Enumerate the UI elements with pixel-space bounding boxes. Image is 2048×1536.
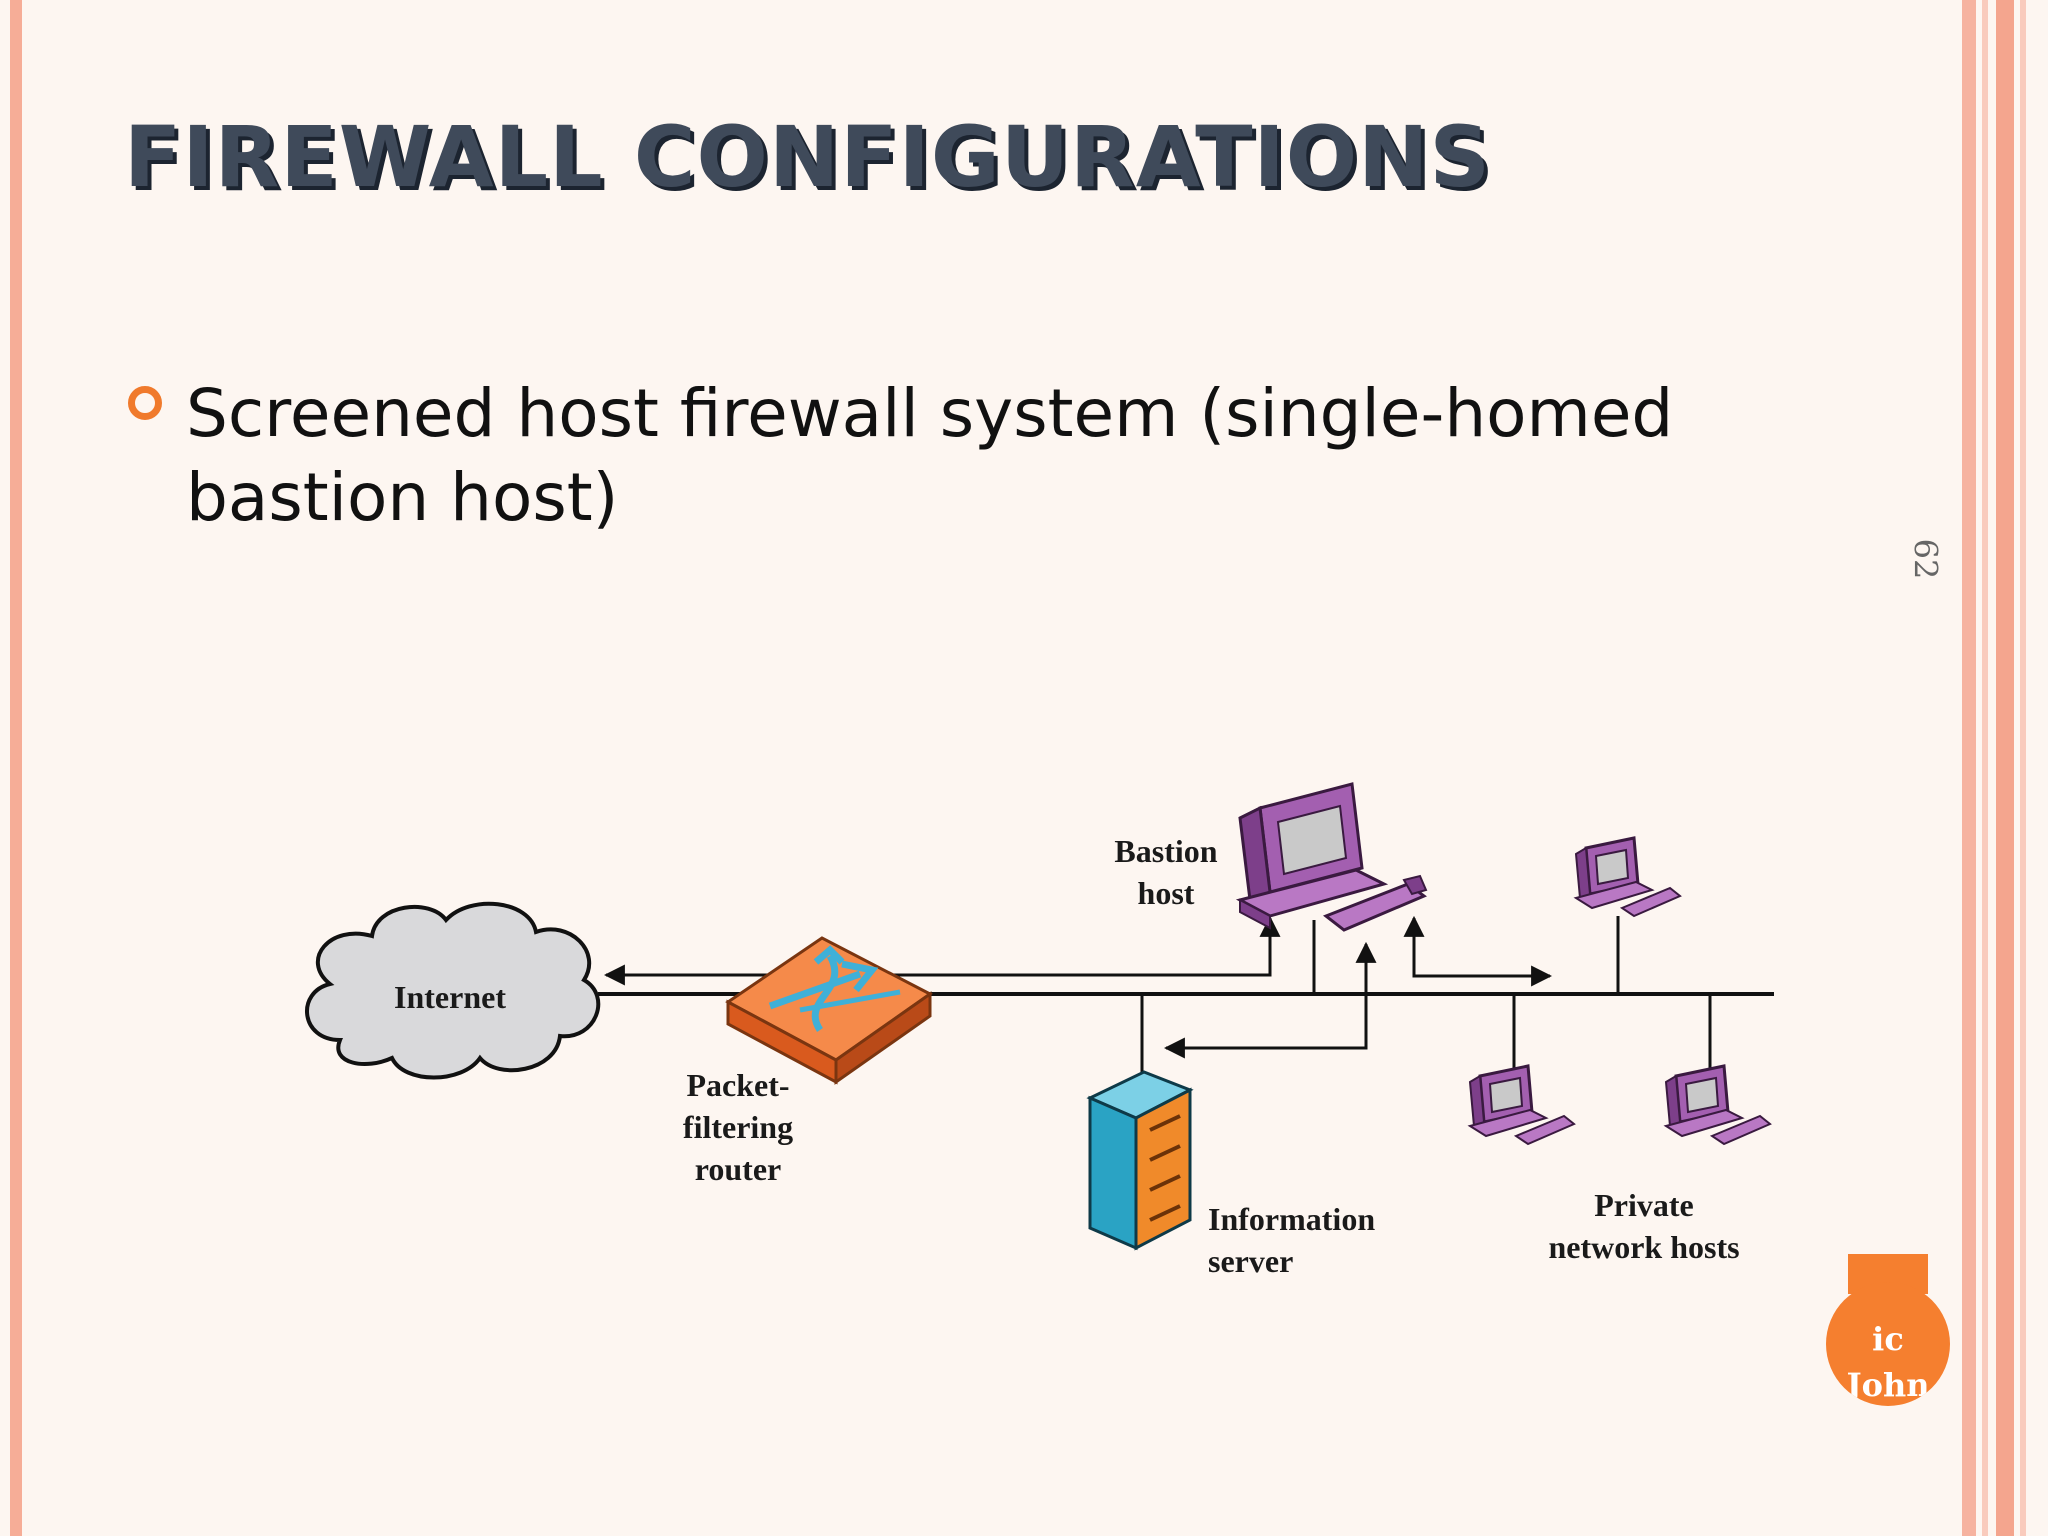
right-border	[1962, 0, 1976, 1536]
private-hosts-label-line1: Private	[1594, 1187, 1694, 1223]
traffic-arrow-bastion-private	[1403, 915, 1553, 987]
private-host-workstation-icon	[1467, 1064, 1576, 1146]
private-host-workstation-icon	[1663, 1064, 1772, 1146]
badge-line1: ic	[1872, 1320, 1904, 1358]
right-border-band	[1996, 0, 2014, 1536]
left-border	[10, 0, 22, 1536]
server-label-line1: Information	[1208, 1201, 1375, 1237]
internet-cloud-icon	[305, 901, 601, 1080]
private-hosts-label-line2: network hosts	[1548, 1229, 1739, 1265]
bullet-text: Screened host firewall system (single-ho…	[186, 375, 1674, 536]
internet-label: Internet	[394, 979, 506, 1015]
right-border-stripe	[1982, 0, 1988, 1536]
bastion-host-computer-icon	[1235, 782, 1428, 932]
author-badge: ic John	[1826, 1282, 1950, 1406]
bastion-label-line1: Bastion	[1114, 833, 1217, 869]
router-label-line3: router	[695, 1151, 781, 1187]
badge-line2: John	[1846, 1366, 1930, 1404]
traffic-arrow-bastion-server	[1163, 941, 1377, 1059]
slide-title: FIREWALL CONFIGURATIONS	[124, 108, 1491, 206]
information-server-icon	[1086, 1070, 1194, 1251]
right-border-stripe-outer	[2020, 0, 2026, 1536]
bastion-label-line2: host	[1138, 875, 1195, 911]
router-label-line1: Packet-	[686, 1067, 789, 1103]
bullet-ring-icon	[128, 386, 162, 420]
private-host-workstation-icon	[1573, 836, 1682, 918]
router-icon	[725, 936, 933, 1085]
traffic-arrow-internet-bastion	[603, 915, 1281, 986]
router-label-line2: filtering	[683, 1109, 793, 1145]
server-label-line2: server	[1208, 1243, 1293, 1279]
